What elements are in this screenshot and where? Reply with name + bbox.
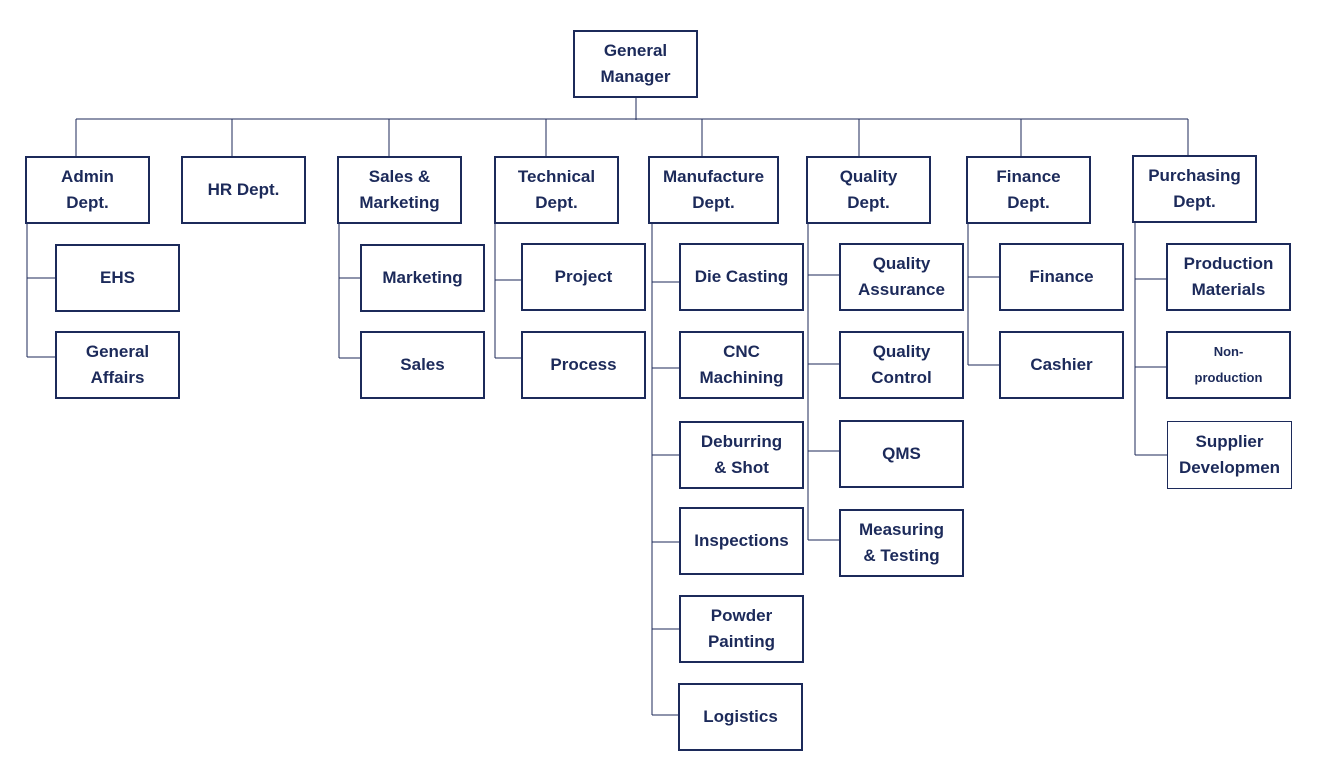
dept-quality-label: Quality Dept. [839, 167, 898, 212]
dept-manufacture-label: Manufacture Dept. [662, 167, 765, 212]
unit-general-affairs-label: General Affairs [85, 342, 150, 387]
unit-general-affairs: General Affairs [55, 331, 180, 399]
dept-admin: Admin Dept. [25, 156, 150, 224]
unit-ehs-label: EHS [100, 268, 135, 287]
unit-non-production-label: Non- production [1194, 344, 1263, 385]
unit-finance-label: Finance [1029, 267, 1094, 286]
unit-marketing: Marketing [360, 244, 485, 312]
unit-supplier-development-label: Supplier Developmen [1178, 432, 1281, 477]
unit-logistics: Logistics [678, 683, 803, 751]
unit-qms-label: QMS [882, 444, 921, 463]
unit-powder-painting-label: Powder Painting [707, 606, 776, 651]
unit-quality-control: Quality Control [839, 331, 964, 399]
unit-project: Project [521, 243, 646, 311]
general-manager-label: General Manager [600, 41, 671, 86]
unit-marketing-label: Marketing [382, 268, 463, 287]
unit-process-label: Process [550, 355, 617, 374]
unit-supplier-development: Supplier Developmen [1167, 421, 1292, 489]
unit-powder-painting: Powder Painting [679, 595, 804, 663]
unit-quality-control-label: Quality Control [871, 342, 932, 387]
unit-die-casting: Die Casting [679, 243, 804, 311]
unit-logistics-label: Logistics [703, 707, 778, 726]
dept-finance-label: Finance Dept. [996, 167, 1061, 212]
unit-non-production: Non- production [1166, 331, 1291, 399]
unit-cnc-machining: CNC Machining [679, 331, 804, 399]
unit-sales-label: Sales [400, 355, 445, 374]
unit-project-label: Project [554, 267, 613, 286]
unit-production-materials: Production Materials [1166, 243, 1291, 311]
unit-qms: QMS [839, 420, 964, 488]
unit-deburring-shot: Deburring & Shot [679, 421, 804, 489]
unit-sales: Sales [360, 331, 485, 399]
unit-finance: Finance [999, 243, 1124, 311]
dept-sales-label: Sales & Marketing [359, 167, 440, 212]
unit-ehs: EHS [55, 244, 180, 312]
unit-deburring-shot-label: Deburring & Shot [700, 432, 783, 477]
dept-purchasing-label: Purchasing Dept. [1148, 166, 1241, 211]
dept-sales: Sales & Marketing [337, 156, 462, 224]
unit-inspections: Inspections [679, 507, 804, 575]
unit-cashier-label: Cashier [1030, 355, 1093, 374]
unit-production-materials-label: Production Materials [1183, 254, 1274, 299]
unit-measuring-testing: Measuring & Testing [839, 509, 964, 577]
unit-cnc-machining-label: CNC Machining [699, 342, 784, 387]
unit-quality-assurance: Quality Assurance [839, 243, 964, 311]
unit-process: Process [521, 331, 646, 399]
general-manager-box: General Manager [573, 30, 698, 98]
dept-manufacture: Manufacture Dept. [648, 156, 779, 224]
dept-hr-label: HR Dept. [207, 180, 280, 199]
dept-purchasing: Purchasing Dept. [1132, 155, 1257, 223]
unit-cashier: Cashier [999, 331, 1124, 399]
dept-finance: Finance Dept. [966, 156, 1091, 224]
dept-admin-label: Admin Dept. [61, 167, 114, 212]
dept-technical: Technical Dept. [494, 156, 619, 224]
unit-measuring-testing-label: Measuring & Testing [858, 520, 945, 565]
dept-hr: HR Dept. [181, 156, 306, 224]
unit-inspections-label: Inspections [694, 531, 789, 550]
dept-quality: Quality Dept. [806, 156, 931, 224]
unit-quality-assurance-label: Quality Assurance [858, 254, 945, 299]
dept-technical-label: Technical Dept. [517, 167, 596, 212]
unit-die-casting-label: Die Casting [694, 267, 789, 286]
